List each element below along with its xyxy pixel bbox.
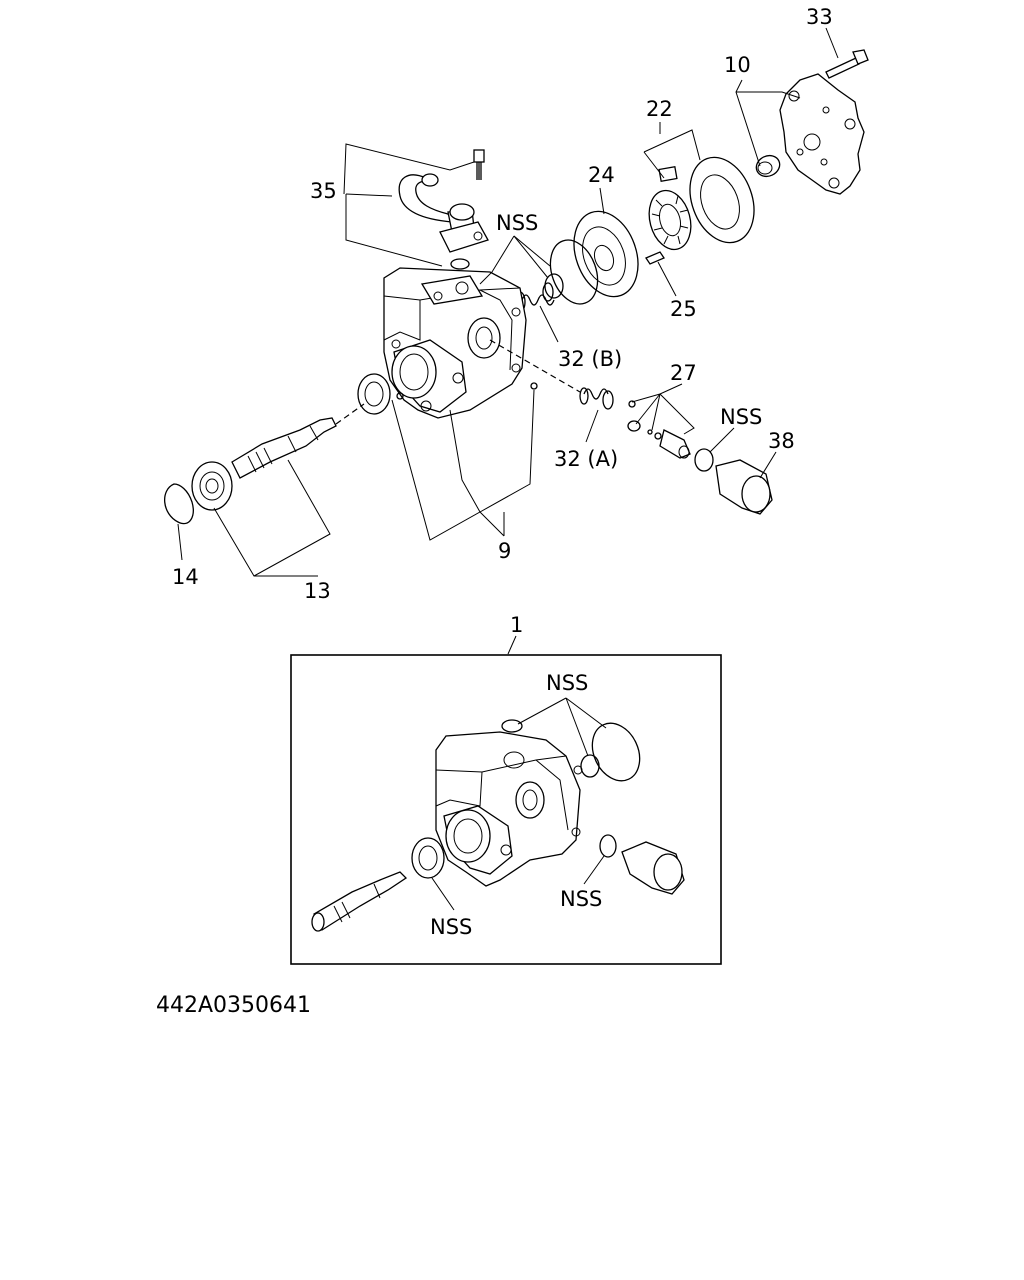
part-22-rotor <box>648 189 692 251</box>
inset-callout-nss-bottom: NSS <box>430 915 472 939</box>
callout-nss-right: NSS <box>720 405 762 429</box>
callout-33: 33 <box>806 5 833 29</box>
callout-10: 10 <box>724 53 751 77</box>
callout-nss-top: NSS <box>496 211 538 235</box>
callout-38: 38 <box>768 429 795 453</box>
part-22-cam-ring <box>689 156 755 244</box>
inset-assembly-box <box>290 654 722 965</box>
callout-22: 22 <box>646 97 673 121</box>
o-ring-large-nss <box>549 239 599 305</box>
inset-callout-nss-top: NSS <box>546 671 588 695</box>
callout-9: 9 <box>498 539 511 563</box>
part-27-flow-valve <box>627 400 691 459</box>
part-10-bushing <box>755 154 781 178</box>
inset-shaft <box>311 871 408 932</box>
o-ring-right-nss <box>694 448 714 472</box>
inset-o-ring-small-top <box>501 719 523 733</box>
part-32a-spring <box>579 387 614 410</box>
inset-connector <box>621 841 685 895</box>
part-10-rear-cover <box>779 73 865 195</box>
part-33-bolt <box>825 49 869 79</box>
inset-o-ring-large <box>591 722 641 782</box>
shaft-axis-dashed <box>335 403 365 425</box>
part-38-connector <box>715 459 773 515</box>
part-35-bolt <box>473 149 485 180</box>
callout-35: 35 <box>310 179 337 203</box>
part-35-suction-pipe <box>398 173 489 253</box>
inset-pump-assembly <box>435 731 583 887</box>
callout-32a: 32 (A) <box>554 447 618 471</box>
callout-13: 13 <box>304 579 331 603</box>
inset-leader-lines <box>431 697 607 911</box>
part-13-shaft <box>231 417 337 479</box>
part-9-dowel-right <box>530 382 538 390</box>
leader-lines <box>177 27 839 655</box>
part-22-vane <box>658 165 678 183</box>
inset-gasket <box>599 834 617 858</box>
valve-axis-dashed <box>489 339 581 393</box>
callout-14: 14 <box>172 565 199 589</box>
drawing-number: 442A0350641 <box>156 993 311 1018</box>
callout-24: 24 <box>588 163 615 187</box>
inset-seal <box>411 837 445 879</box>
inset-callout-nss-right: NSS <box>560 887 602 911</box>
part-9-dowel-left <box>396 392 404 400</box>
callout-1: 1 <box>510 613 523 637</box>
part-9-pump-body <box>383 267 527 419</box>
part-13-bearing <box>191 461 233 511</box>
part-25-pin <box>645 251 665 265</box>
callout-32b: 32 (B) <box>558 347 622 371</box>
part-9-bearing <box>357 373 391 415</box>
part-24-side-plate <box>573 210 639 298</box>
inset-o-ring-medium <box>580 754 600 778</box>
part-35-o-ring <box>450 258 470 270</box>
callout-27: 27 <box>670 361 697 385</box>
part-14-snap-ring <box>164 483 194 525</box>
callout-25: 25 <box>670 297 697 321</box>
